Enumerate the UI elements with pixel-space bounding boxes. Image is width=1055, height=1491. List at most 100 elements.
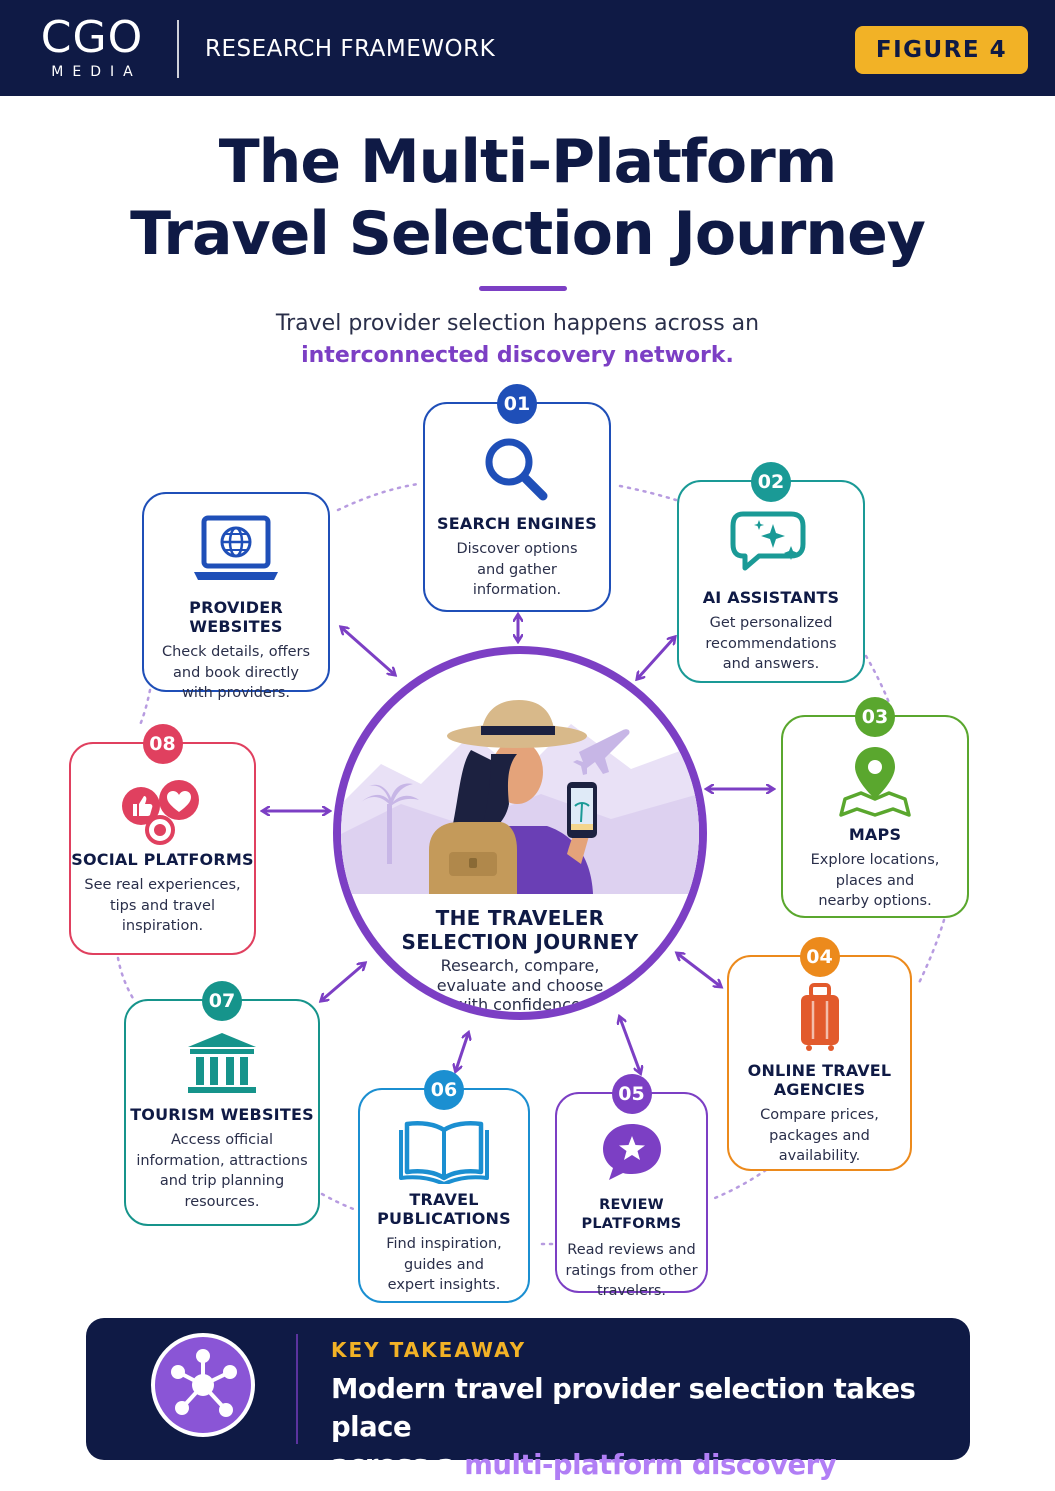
desc-line: information. bbox=[472, 582, 562, 598]
network-hub-icon bbox=[151, 1333, 255, 1437]
card-description: Get personalized recommendations and ans… bbox=[679, 613, 863, 675]
desc-line: places and bbox=[835, 872, 915, 889]
card-maps[interactable]: 03 MAPS Explore locations, places and ne… bbox=[781, 697, 969, 918]
card-description: Discover options and gather information. bbox=[425, 539, 609, 601]
title-line: AGENCIES bbox=[773, 1080, 866, 1099]
card-title: SEARCH ENGINES bbox=[437, 514, 597, 533]
card-social-platforms[interactable]: 08 SOCIAL PLATFORMS See real experiences… bbox=[69, 724, 256, 955]
desc-line: Access official bbox=[170, 1132, 274, 1148]
card-title: ONLINE TRAVEL AGENCIES bbox=[729, 1061, 910, 1099]
logo-wordmark: CGO bbox=[40, 12, 144, 63]
center-desc-line: Research, compare, bbox=[440, 956, 600, 975]
magnifier-icon bbox=[485, 438, 548, 501]
desc-line: Find inspiration, bbox=[386, 1236, 502, 1252]
title-line: PUBLICATIONS bbox=[377, 1209, 511, 1228]
laptop-globe-icon bbox=[194, 515, 278, 580]
chat-sparkle-icon bbox=[730, 511, 806, 571]
step-number: 04 bbox=[799, 937, 840, 977]
step-number: 06 bbox=[424, 1070, 464, 1110]
card-description: See real experiences, tips and travel in… bbox=[71, 875, 254, 937]
traveler-illustration bbox=[341, 700, 699, 894]
desc-line: nearby options. bbox=[818, 893, 932, 909]
desc-line: Check details, offers bbox=[161, 644, 311, 660]
card-title: AI ASSISTANTS bbox=[702, 588, 840, 607]
card-description: Find inspiration, guides and expert insi… bbox=[360, 1234, 528, 1296]
desc-line: and trip planning bbox=[159, 1173, 285, 1189]
desc-line: tips and travel bbox=[109, 897, 216, 914]
takeaway-label: KEY TAKEAWAY bbox=[331, 1338, 527, 1362]
step-number: 08 bbox=[142, 724, 183, 764]
card-title: REVIEW PLATFORMS bbox=[581, 1197, 682, 1232]
desc-line: packages and bbox=[769, 1127, 870, 1144]
subtitle-text: Travel provider selection happens across… bbox=[275, 311, 760, 336]
card-title: TOURISM WEBSITES bbox=[130, 1105, 314, 1124]
subtitle-accent: interconnected discovery network. bbox=[301, 343, 734, 368]
card-search-engines[interactable]: 01 SEARCH ENGINES Discover options and g… bbox=[423, 384, 611, 612]
key-takeaway-panel: KEY TAKEAWAY Modern travel provider sele… bbox=[86, 1318, 970, 1491]
desc-line: availability. bbox=[778, 1148, 861, 1164]
page-title: The Multi-Platform Travel Selection Jour… bbox=[0, 126, 1055, 270]
center-desc-line: evaluate and choose bbox=[436, 975, 604, 995]
logo-subtext: MEDIA bbox=[51, 64, 142, 80]
desc-line: ratings from other bbox=[565, 1262, 698, 1279]
takeaway-line: Modern travel provider selection takes p… bbox=[331, 1373, 916, 1443]
takeaway-plain: across a bbox=[331, 1449, 465, 1481]
palm-tree-icon bbox=[361, 783, 419, 864]
card-ai-assistants[interactable]: 02 AI ASSISTANTS Get personalized recomm… bbox=[677, 462, 865, 683]
title-underline bbox=[479, 286, 567, 291]
desc-line: travelers. bbox=[596, 1283, 667, 1299]
desc-line: and gather bbox=[477, 561, 557, 578]
desc-line: resources. bbox=[184, 1193, 260, 1210]
desc-line: with providers. bbox=[182, 685, 290, 701]
card-online-travel-agencies[interactable]: 04 ONLINE TRAVEL AGENCIES Compare prices… bbox=[727, 937, 912, 1171]
center-hub: THE TRAVELER SELECTION JOURNEY Research,… bbox=[333, 646, 707, 1020]
step-number: 02 bbox=[751, 462, 791, 502]
title-line-1: The Multi-Platform bbox=[218, 127, 838, 197]
desc-line: inspiration. bbox=[121, 918, 204, 934]
takeaway-text: Modern travel provider selection takes p… bbox=[331, 1370, 951, 1491]
center-description: Research, compare, evaluate and choose w… bbox=[341, 956, 699, 1014]
header-divider bbox=[177, 20, 179, 78]
suitcase-icon bbox=[800, 983, 839, 1051]
star-bubble-icon bbox=[602, 1124, 661, 1180]
desc-line: Compare prices, bbox=[760, 1107, 879, 1123]
card-tourism-websites[interactable]: 07 TOURISM WEBSITES Access official info… bbox=[124, 981, 320, 1226]
card-title: SOCIAL PLATFORMS bbox=[71, 850, 254, 869]
title-line: TRAVEL bbox=[409, 1190, 479, 1209]
takeaway-accent: multi-platform discovery network. bbox=[331, 1449, 837, 1491]
center-title: THE TRAVELER SELECTION JOURNEY bbox=[341, 906, 699, 954]
desc-line: and book directly bbox=[173, 664, 299, 681]
figure-badge: FIGURE 4 bbox=[855, 26, 1028, 74]
brand-logo[interactable]: CGO MEDIA bbox=[34, 12, 150, 81]
desc-line: See real experiences, bbox=[84, 877, 241, 893]
card-description: Read reviews and ratings from other trav… bbox=[557, 1240, 706, 1302]
section-title: RESEARCH FRAMEWORK bbox=[205, 36, 496, 62]
card-description: Explore locations, places and nearby opt… bbox=[783, 850, 967, 912]
map-pin-icon bbox=[839, 747, 911, 817]
card-provider-websites[interactable]: PROVIDER WEBSITES Check details, offers … bbox=[142, 492, 330, 701]
center-title-line: THE TRAVELER bbox=[435, 906, 605, 930]
card-description: Compare prices, packages and availabilit… bbox=[729, 1105, 910, 1167]
desc-line: Read reviews and bbox=[567, 1242, 696, 1258]
desc-line: information, attractions bbox=[136, 1152, 308, 1169]
card-travel-publications[interactable]: 06 TRAVEL PUBLICATIONS Find inspiration,… bbox=[358, 1070, 530, 1303]
title-line-2: Travel Selection Journey bbox=[130, 199, 926, 269]
landmark-icon bbox=[188, 1033, 256, 1093]
desc-line: Explore locations, bbox=[810, 852, 940, 868]
step-number: 01 bbox=[497, 384, 537, 424]
desc-line: and answers. bbox=[722, 656, 820, 672]
step-number: 05 bbox=[611, 1074, 652, 1114]
takeaway-divider bbox=[296, 1334, 298, 1444]
desc-line: recommendations bbox=[705, 635, 837, 652]
airplane-icon bbox=[573, 729, 630, 775]
center-desc-line: with confidence. bbox=[454, 995, 586, 1014]
step-number: 07 bbox=[202, 981, 242, 1021]
header-bar: CGO MEDIA RESEARCH FRAMEWORK FIGURE 4 bbox=[0, 0, 1055, 96]
desc-line: Get personalized bbox=[709, 615, 833, 631]
desc-line: Discover options bbox=[456, 541, 578, 557]
card-description: Access official information, attractions… bbox=[126, 1130, 318, 1212]
center-title-line: SELECTION JOURNEY bbox=[401, 930, 639, 954]
step-number: 03 bbox=[855, 697, 895, 737]
desc-line: guides and bbox=[404, 1256, 484, 1273]
card-review-platforms[interactable]: 05 REVIEW PLATFORMS Read reviews and rat… bbox=[555, 1074, 708, 1299]
